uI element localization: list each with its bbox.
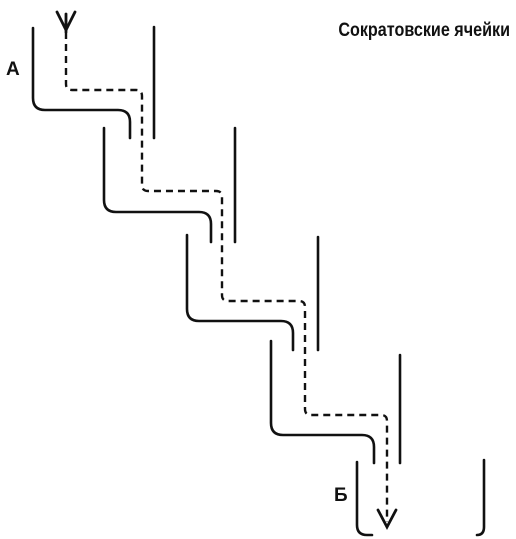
dashed-route-path (64, 20, 389, 522)
start-arrow-icon (55, 10, 77, 34)
cell-5-left-wall (355, 460, 374, 537)
cell-3-left-wall (185, 233, 295, 352)
cell-5-right-wall (475, 458, 486, 537)
cell-2-left-wall (102, 126, 213, 244)
diagram-title: Сократовские ячейки (338, 19, 510, 41)
label-end: Б (334, 485, 348, 506)
cell-1-left-wall (31, 26, 132, 140)
label-start: А (6, 59, 20, 80)
end-arrow-icon (376, 508, 398, 530)
cell-4-left-wall (269, 339, 376, 465)
